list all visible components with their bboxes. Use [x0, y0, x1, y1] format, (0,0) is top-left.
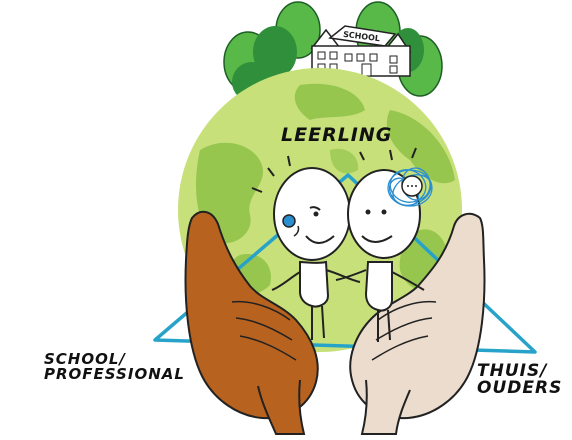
thuis-ouders-label: THUIS/ OUDERS — [477, 363, 562, 397]
thuis-label-line2: OUDERS — [477, 378, 563, 398]
right-hand — [349, 212, 486, 435]
thuis-label-line1: THUIS/ — [477, 361, 548, 381]
school-label-line2: PROFESSIONAL — [44, 365, 185, 383]
children — [251, 147, 433, 342]
school-label-line1: SCHOOL/ — [44, 350, 126, 368]
leerling-label: LEERLING — [281, 124, 393, 146]
school-building — [310, 25, 412, 77]
school-professional-label: SCHOOL/ PROFESSIONAL — [44, 352, 185, 382]
left-hand — [184, 210, 319, 435]
